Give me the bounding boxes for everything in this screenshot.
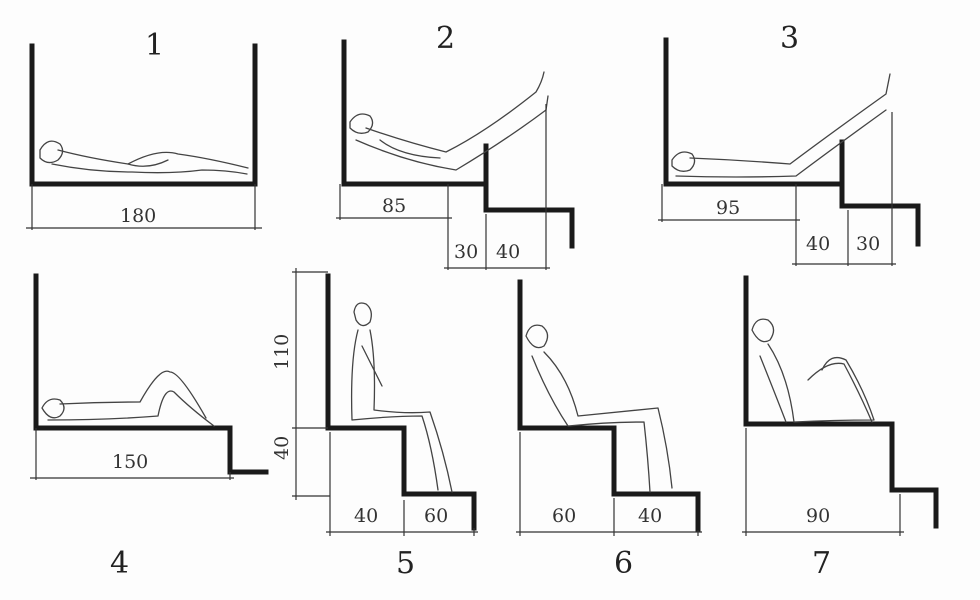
panel-6-number: 6 [614,546,633,581]
panel-3-dim-seat: 95 [716,197,740,219]
panel-7-dimension-lines [742,428,904,536]
panel-4-bench [33,273,269,475]
panel-2-dim-seat: 85 [382,195,406,217]
panel-3-number: 3 [780,21,799,56]
panel-6-bench [517,279,701,533]
panel-4-dim-length: 150 [112,451,148,473]
panel-4-dimension-line [30,428,234,480]
panel-4-figure-knees-up [41,370,215,427]
panel-5-figure-seated-upright [350,302,453,493]
panel-7-bench [743,275,939,529]
panel-3-bench [663,37,921,247]
panel-6-dim-seat: 60 [552,505,576,527]
panel-7: 7 90 [742,275,939,581]
panel-5-dimension-lines [292,268,478,536]
panel-1: 1 180 [26,28,262,230]
panel-3-dim-step: 30 [856,233,880,255]
panel-1-dimension-line [26,184,262,230]
panel-5-number: 5 [396,546,415,581]
panel-3-dim-gap: 40 [806,233,830,255]
panel-3-dimension-lines [658,112,896,266]
panel-2-bench [341,39,575,249]
panel-5-bench [325,273,477,531]
panel-6-figure-seated-reclined [525,324,673,493]
panel-2-dim-step: 40 [496,241,520,263]
panel-3: 3 95 40 30 [658,21,921,266]
panel-1-figure-reclining [39,140,249,175]
panel-7-figure-knees-hugged [751,318,875,423]
panel-5: 5 110 40 40 60 [271,268,478,581]
panel-3-figure-legs-raised [671,73,891,178]
panel-2-figure-legs-raised [349,71,549,171]
panel-1-dim-length: 180 [120,205,156,227]
panel-6: 6 60 40 [516,279,702,581]
panel-6-dimension-lines [516,432,702,536]
panel-4: 4 150 [30,273,269,581]
panel-5-dim-step: 60 [424,505,448,527]
panel-2-dim-gap: 30 [454,241,478,263]
panel-5-dim-step-height: 40 [271,436,293,460]
panel-6-dim-step: 40 [638,505,662,527]
panel-2: 2 85 30 40 [336,21,575,270]
panel-5-dim-back-height: 110 [271,334,293,370]
panel-1-bench [29,43,258,187]
panel-2-number: 2 [436,21,455,56]
panel-7-dim-depth: 90 [806,505,830,527]
panel-4-number: 4 [110,546,129,581]
panel-5-dim-seat: 40 [354,505,378,527]
panel-1-number: 1 [145,28,164,63]
panel-7-number: 7 [812,546,831,581]
panel-2-dimension-lines [336,104,550,270]
